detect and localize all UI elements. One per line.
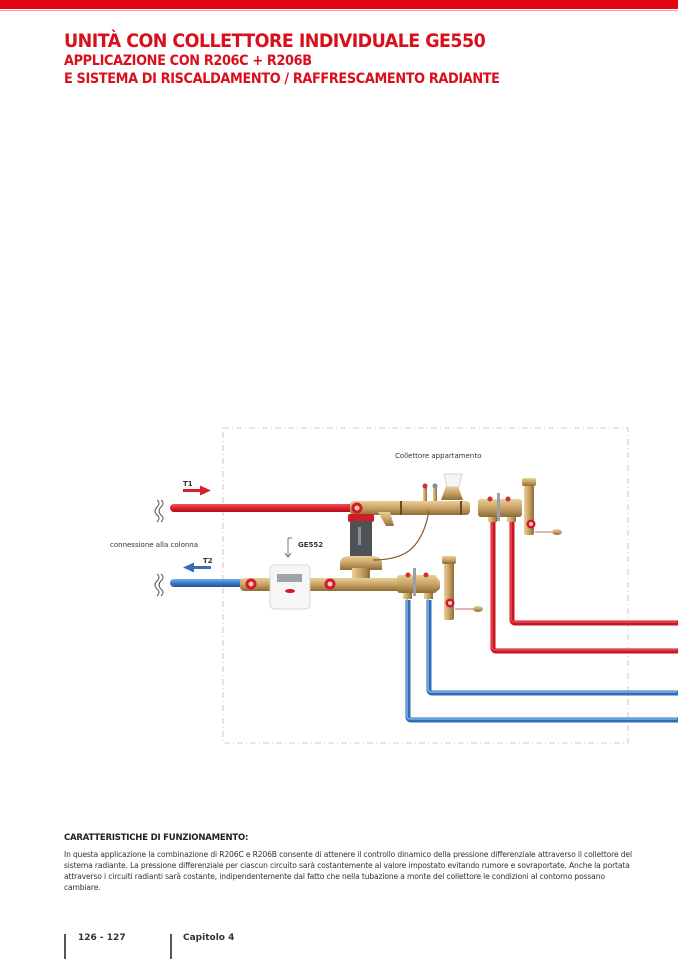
- footer-separator: [64, 934, 66, 959]
- cold-pipe-highlight: [427, 599, 677, 693]
- energy-meter: [269, 537, 311, 610]
- cold-pipe-highlight: [406, 599, 677, 720]
- cold-circuit-pipe-2: [426, 600, 678, 696]
- t2-label: T2: [203, 557, 213, 565]
- differential-pressure-valve: [340, 510, 430, 582]
- meter-label: GE552: [298, 541, 323, 549]
- hydraulic-diagram: Collettore appartamento connessione alla…: [110, 427, 678, 744]
- top-accent-bar: [0, 0, 678, 9]
- t2-flow-arrow-icon: [183, 562, 211, 573]
- t1-label: T1: [183, 480, 193, 488]
- return-pipe-t2: [170, 579, 255, 587]
- features-section: CARATTERISTICHE DI FUNZIONAMENTO: In que…: [64, 833, 634, 893]
- connection-label: connessione alla colonna: [110, 541, 198, 549]
- pipe-break-icon: [154, 499, 164, 597]
- features-text: In questa applicazione la combinazione d…: [64, 850, 632, 892]
- collector-label: Collettore appartamento: [395, 452, 481, 460]
- page-footer: 126 - 127 Capitolo 4: [0, 930, 678, 959]
- apartment-boundary: [222, 427, 629, 744]
- supply-pipe-t1: [170, 504, 355, 512]
- footer-separator: [170, 934, 172, 959]
- page-title: UNITÀ CON COLLETTORE INDIVIDUALE GE550: [64, 30, 486, 52]
- hot-pipe-highlight: [491, 519, 677, 651]
- features-title: CARATTERISTICHE DI FUNZIONAMENTO:: [64, 833, 249, 843]
- chapter-label: Capitolo 4: [183, 933, 235, 943]
- page-numbers: 126 - 127: [78, 933, 126, 943]
- t1-flow-arrow-icon: [183, 485, 211, 496]
- hot-circuit-pipe-2: [509, 520, 678, 626]
- page-subtitle-line2: E SISTEMA DI RISCALDAMENTO / RAFFRESCAME…: [64, 71, 500, 87]
- supply-collector-assembly: [350, 473, 562, 535]
- hot-circuit-pipe-1: [490, 520, 678, 654]
- page-subtitle-line1: APPLICAZIONE CON R206C + R206B: [64, 53, 312, 69]
- top-accent-line: [0, 10, 678, 11]
- page-header: UNITÀ CON COLLETTORE INDIVIDUALE GE550 A…: [64, 30, 537, 88]
- hot-pipe-highlight: [510, 519, 677, 623]
